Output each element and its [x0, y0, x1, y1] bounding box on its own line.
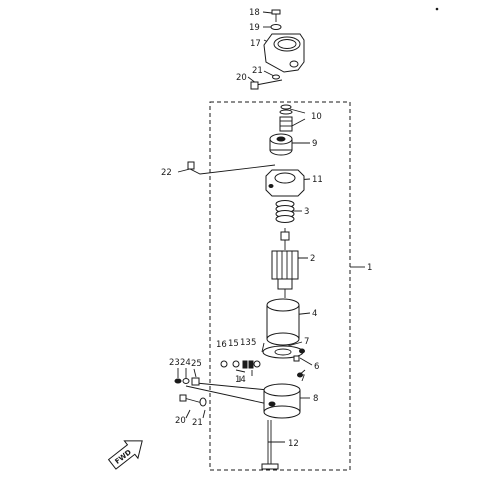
- part-22-screw: [187, 161, 195, 170]
- callout-6: 6: [314, 362, 319, 372]
- callout-21-lower: 21: [192, 418, 203, 428]
- part-13-16-small-parts: [220, 360, 261, 369]
- callout-12: 12: [288, 439, 299, 449]
- callout-16: 16: [216, 340, 227, 350]
- callout-7-upper: 7: [304, 337, 309, 347]
- callout-24: 24: [180, 358, 191, 368]
- part-9-pinion: [269, 133, 293, 156]
- callout-2: 2: [310, 254, 315, 264]
- callout-17: 17: [250, 39, 261, 49]
- callout-4: 4: [312, 309, 317, 319]
- callout-3: 3: [304, 207, 309, 217]
- part-21-washer-upper: [272, 74, 280, 80]
- part-2-armature: [271, 228, 299, 298]
- callout-1: 1: [367, 263, 372, 273]
- callout-11: 11: [312, 175, 323, 185]
- callout-20-lower: 20: [175, 416, 186, 426]
- callout-25: 25: [191, 359, 202, 369]
- part-11-housing: [265, 169, 305, 197]
- callout-23: 23: [169, 358, 180, 368]
- part-21-washer-lower: [199, 397, 207, 407]
- callout-8: 8: [313, 394, 318, 404]
- callout-labels: 18 19 17 21 20 10 9 22 11 3 2 1 4 16 15 …: [161, 8, 372, 449]
- part-18-bolt: [271, 9, 281, 22]
- corner-mark: [435, 7, 439, 11]
- callout-14: 14: [235, 375, 246, 385]
- part-12-through-bolt: [261, 420, 279, 470]
- callout-18: 18: [249, 8, 260, 18]
- part-6-brush: [293, 355, 300, 362]
- callout-21-upper: 21: [252, 66, 263, 76]
- part-8-end-cap: [263, 383, 301, 419]
- callout-7-lower: 7: [300, 374, 305, 384]
- callout-20-upper: 20: [236, 73, 247, 83]
- part-23-25-small-parts: [174, 377, 200, 386]
- callout-15: 15: [228, 339, 239, 349]
- part-7-screw-b: [297, 372, 303, 378]
- callout-10: 10: [311, 112, 322, 122]
- part-3-spring: [275, 200, 295, 223]
- part-4-yoke: [266, 298, 300, 346]
- callout-9: 9: [312, 139, 317, 149]
- fwd-arrow-icon: FWD: [107, 440, 143, 470]
- callout-5: 5: [251, 338, 256, 348]
- part-19-washer: [270, 24, 282, 30]
- assembly-boundary: [209, 101, 351, 471]
- callout-13: 13: [240, 338, 251, 348]
- part-7-screw-a: [299, 348, 305, 354]
- part-17-bracket: [263, 33, 305, 73]
- part-20-bolt-upper: [250, 79, 283, 90]
- callout-22: 22: [161, 168, 172, 178]
- callout-19: 19: [249, 23, 260, 33]
- part-10-spring-set: [279, 104, 293, 132]
- leader-lines: [177, 11, 365, 443]
